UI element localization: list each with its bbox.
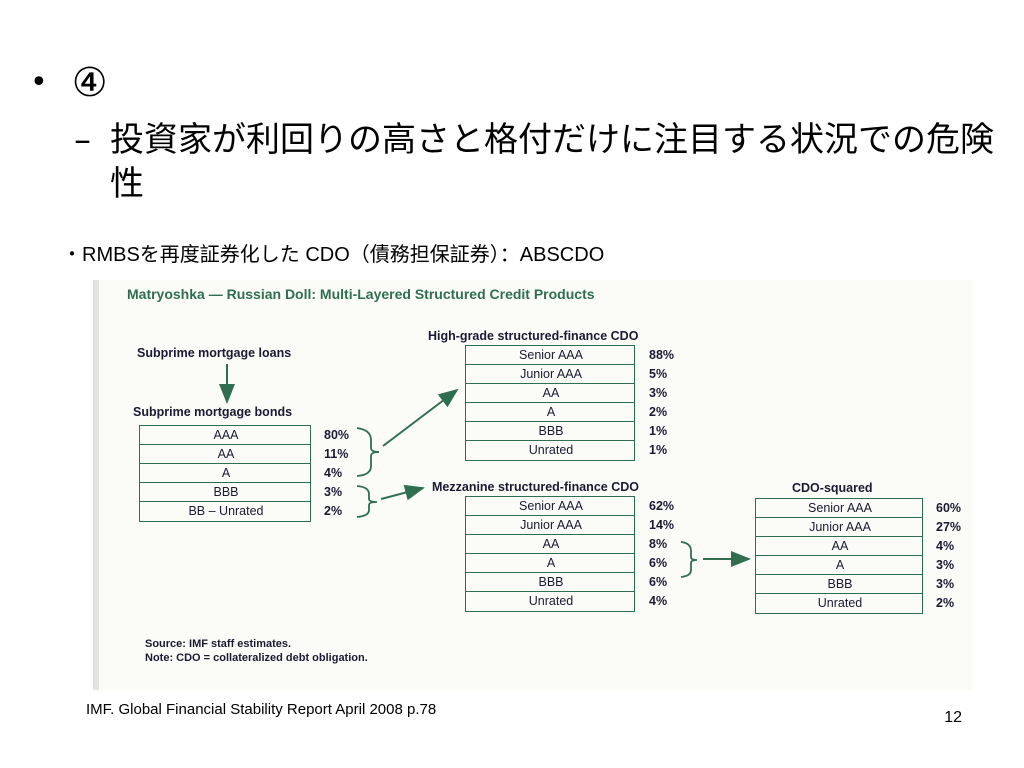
tranche-name: Unrated bbox=[528, 594, 574, 609]
cdo-squared-table: Senior AAA 60% Junior AAA 27% AA 4% A 3% BBB 3% Un… bbox=[755, 498, 973, 614]
tranche-name: Junior AAA bbox=[520, 367, 582, 381]
sub-note: ・RMBSを再度証券化した CDO（債務担保証券）：ABSCDO bbox=[62, 244, 605, 266]
tranche-share: 1% bbox=[649, 443, 668, 458]
tranche-row: AA 8% bbox=[465, 534, 667, 553]
tranche-name: Senior AAA bbox=[808, 501, 872, 515]
tranche-row: Unrated 4% bbox=[465, 591, 667, 612]
tranche-row: AA 4% bbox=[755, 536, 954, 555]
tranche-name: AA bbox=[542, 537, 560, 551]
tranche-row: AAA 80% bbox=[139, 425, 349, 444]
tranche-share: 6% bbox=[649, 556, 668, 570]
tranche-name: A bbox=[835, 558, 845, 572]
tranche-row: A 6% bbox=[465, 553, 667, 572]
tranche-row: A 2% bbox=[465, 402, 667, 421]
tranche-share: 2% bbox=[649, 405, 668, 419]
tranche-row: Senior AAA 88% bbox=[465, 345, 674, 364]
flow-arrows bbox=[219, 364, 751, 578]
tranche-share: 80% bbox=[324, 428, 350, 442]
tranche-share: 6% bbox=[649, 575, 668, 589]
tranche-row: Unrated 2% bbox=[755, 593, 954, 614]
mezzanine-label: Mezzanine structured-finance CDO bbox=[432, 480, 639, 494]
bonds-bottom-brace bbox=[356, 485, 378, 518]
dash-point-text: 投資家が利回りの高さと格付だけに注目する状況での危険性 bbox=[110, 120, 994, 204]
tranche-share: 3% bbox=[936, 558, 955, 572]
tranche-name: Unrated bbox=[817, 596, 863, 611]
footer-reference: IMF. Global Financial Stability Report A… bbox=[86, 701, 437, 718]
tranche-row: BB – Unrated 2% bbox=[139, 501, 342, 522]
tranche-row: AA 11% bbox=[139, 444, 348, 463]
tranche-row: A 3% bbox=[755, 555, 954, 574]
high-grade-label: High-grade structured-finance CDO bbox=[428, 329, 639, 343]
tranche-name: Junior AAA bbox=[520, 518, 582, 532]
bullet-dot: • bbox=[30, 65, 48, 100]
tranche-name: BBB bbox=[213, 485, 239, 499]
tranche-row: BBB 6% bbox=[465, 572, 667, 591]
tranche-name: AA bbox=[831, 539, 849, 553]
tranche-row: Senior AAA 60% bbox=[755, 498, 961, 517]
tranche-name: AA bbox=[542, 386, 560, 400]
tranche-row: A 4% bbox=[139, 463, 342, 482]
to-mezzanine-arrow bbox=[380, 484, 425, 501]
tranche-share: 14% bbox=[649, 518, 675, 532]
bullet-number: ④ bbox=[71, 60, 108, 106]
tranche-row: Junior AAA 5% bbox=[465, 364, 667, 383]
tranche-share: 60% bbox=[936, 501, 962, 515]
tranche-name: BB – Unrated bbox=[188, 504, 264, 519]
tranche-share: 2% bbox=[936, 596, 955, 611]
tranche-share: 2% bbox=[324, 504, 343, 519]
tranche-name: A bbox=[546, 556, 556, 570]
tranche-row: BBB 3% bbox=[755, 574, 954, 593]
tranche-name: AA bbox=[217, 447, 235, 461]
matryoshka-figure: Matryoshka — Russian Doll: Multi-Layered… bbox=[93, 280, 973, 690]
tranche-name: Junior AAA bbox=[809, 520, 871, 534]
tranche-share: 8% bbox=[649, 537, 668, 551]
cdo-squared-label: CDO-squared bbox=[792, 481, 873, 495]
tranche-row: BBB 1% bbox=[465, 421, 667, 440]
loans-label: Subprime mortgage loans bbox=[137, 346, 292, 360]
tranche-share: 4% bbox=[936, 539, 955, 553]
tranche-row: Junior AAA 27% bbox=[755, 517, 961, 536]
tranche-share: 88% bbox=[649, 348, 675, 362]
tranche-name: BBB bbox=[538, 424, 564, 438]
to-high-grade-arrow bbox=[382, 388, 459, 447]
figure-source: Source: IMF staff estimates. bbox=[145, 638, 292, 650]
tranche-share: 4% bbox=[324, 466, 343, 480]
tranche-share: 3% bbox=[936, 577, 955, 591]
tranche-name: BBB bbox=[538, 575, 564, 589]
tranche-name: BBB bbox=[827, 577, 853, 591]
tranche-name: Senior AAA bbox=[519, 499, 583, 513]
tranche-row: AA 3% bbox=[465, 383, 667, 402]
tranche-name: AAA bbox=[213, 428, 239, 442]
tranche-share: 5% bbox=[649, 367, 668, 381]
tranche-row: Unrated 1% bbox=[465, 440, 667, 461]
tranche-name: A bbox=[546, 405, 556, 419]
tranche-name: A bbox=[221, 466, 231, 480]
tranche-row: Senior AAA 62% bbox=[465, 496, 674, 515]
tranche-row: BBB 3% bbox=[139, 482, 342, 501]
tranche-row: Junior AAA 14% bbox=[465, 515, 674, 534]
bonds-label: Subprime mortgage bonds bbox=[133, 405, 293, 419]
tranche-share: 11% bbox=[324, 447, 349, 461]
dash-mark: – bbox=[74, 120, 91, 160]
bonds-table: AAA 80% AA 11% A 4% BBB 3% BB – Unrated 2% bbox=[139, 425, 405, 522]
bonds-top-brace bbox=[356, 427, 380, 477]
tranche-share: 4% bbox=[649, 594, 668, 609]
page-number: 12 bbox=[944, 709, 962, 726]
tranche-share: 1% bbox=[649, 424, 668, 438]
figure-title: Matryoshka — Russian Doll: Multi-Layered… bbox=[127, 286, 595, 302]
tranche-share: 3% bbox=[324, 485, 343, 499]
tranche-share: 27% bbox=[936, 520, 962, 534]
mezzanine-brace bbox=[680, 541, 698, 578]
tranche-share: 3% bbox=[649, 386, 668, 400]
bullet-line: • ④ bbox=[30, 58, 108, 108]
tranche-share: 62% bbox=[649, 499, 675, 513]
tranche-name: Unrated bbox=[528, 443, 574, 458]
figure-note: Note: CDO = collateralized debt obligati… bbox=[145, 652, 368, 664]
tranche-name: Senior AAA bbox=[519, 348, 583, 362]
mezzanine-table: Senior AAA 62% Junior AAA 14% AA 8% A 6% BBB 6% Un… bbox=[465, 496, 735, 612]
